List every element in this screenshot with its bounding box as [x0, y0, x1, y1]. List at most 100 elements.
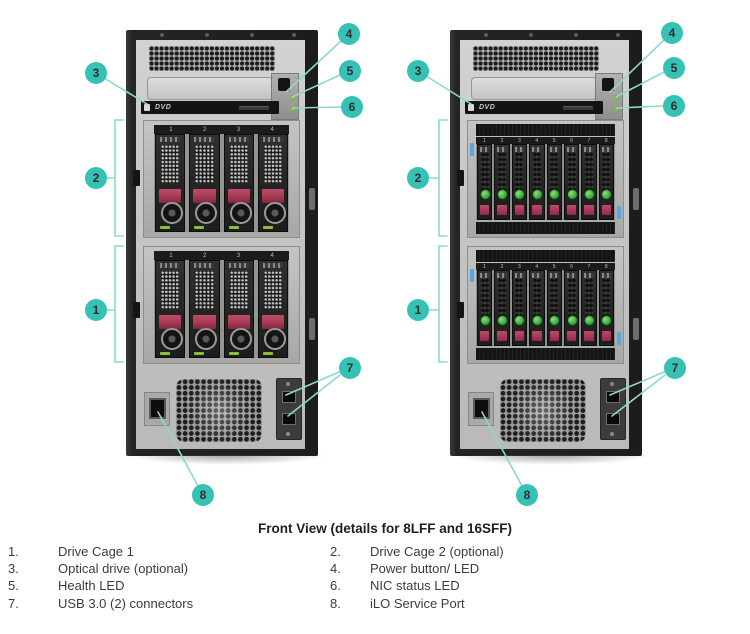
callout-8-right: 8: [516, 484, 538, 506]
bay-number: 5: [552, 137, 556, 144]
bay-number: 8: [604, 137, 608, 144]
lff-drive: [155, 260, 186, 358]
cage-vent-strip: [476, 250, 615, 262]
sff-drive: [494, 144, 510, 220]
callout-1-left: 1: [85, 299, 107, 321]
callout-8-left: 8: [192, 484, 214, 506]
usb-port-2: [282, 413, 296, 425]
callout-3-right: 3: [407, 60, 429, 82]
lower-bezel: [460, 370, 629, 449]
fan-grille: [176, 379, 262, 442]
callout-2-left: 2: [85, 167, 107, 189]
callout-6-left: 6: [341, 96, 363, 118]
screw-icon: [286, 382, 290, 386]
legend-item-3-label: Optical drive (optional): [58, 561, 189, 577]
lff-drive: [257, 260, 288, 358]
optical-drive-eject-slot: [239, 105, 269, 110]
callout-7-right: 7: [664, 357, 686, 379]
sff-drive: [477, 144, 493, 220]
cage-vent-strip: [476, 348, 615, 360]
lff-drive: [223, 260, 254, 358]
optical-drive-marking: DVD: [479, 104, 496, 111]
legend-item-6-label: NIC status LED: [370, 578, 460, 594]
bay-number: 2: [202, 252, 207, 259]
cage-vent-strip: [476, 124, 615, 136]
cage-vent-strip: [476, 222, 615, 234]
fan-grille: [500, 379, 586, 442]
legend-item-8-number: 8.: [330, 595, 341, 611]
ilo-service-port: [149, 398, 166, 419]
callout-5-left: 5: [339, 60, 361, 82]
screw-icon: [610, 382, 614, 386]
sff-drive: [529, 144, 545, 220]
lff-drive: [189, 260, 220, 358]
lff-drive: [257, 134, 288, 232]
sff-drive: [494, 270, 510, 346]
sff-drive: [546, 144, 562, 220]
legend-item-8-label: iLO Service Port: [370, 595, 465, 611]
bay-number: 3: [518, 263, 521, 270]
bezel-latch-icon: [457, 170, 464, 186]
callout-7-left: 7: [339, 357, 361, 379]
side-handle-slot: [633, 318, 639, 340]
sff-drive: [546, 270, 562, 346]
callout-2-right: 2: [407, 167, 429, 189]
optical-drive: DVD: [465, 101, 603, 114]
lower-bezel: [136, 370, 305, 449]
legend-item-4-number: 4.: [330, 561, 341, 577]
sff-drive: [511, 270, 528, 346]
side-handle-slot: [309, 318, 315, 340]
bay-number: 2: [500, 263, 504, 270]
optical-drive-eject-slot: [563, 105, 593, 110]
tower-shadow: [450, 455, 652, 465]
ilo-service-port-bracket: [468, 392, 494, 426]
optical-drive-marking: DVD: [155, 104, 172, 111]
side-handle-slot: [309, 188, 315, 210]
bay-number: 6: [570, 263, 573, 270]
bezel-latch-icon: [133, 170, 140, 186]
top-vent-grille: [149, 46, 275, 71]
bay-number: 7: [587, 263, 591, 270]
blue-release-clip: [470, 269, 474, 282]
bay-number: 1: [483, 263, 487, 270]
drive-row: [154, 260, 289, 358]
sff-drive: [581, 270, 597, 346]
ilo-service-port: [473, 398, 490, 419]
bay-number: 2: [500, 137, 504, 144]
sff-drive: [598, 144, 614, 220]
bezel-latch-icon: [457, 302, 464, 318]
tower-shadow: [126, 455, 328, 465]
callout-4-left: 4: [338, 23, 360, 45]
blue-release-clip: [470, 143, 474, 156]
bay-number: 2: [202, 126, 207, 133]
bay-number: 3: [236, 126, 241, 133]
drive-row: [154, 134, 289, 232]
bay-number: 1: [169, 252, 173, 259]
sff-drive: [563, 270, 580, 346]
legend-item-2-label: Drive Cage 2 (optional): [370, 544, 504, 559]
usb-port-1: [606, 391, 620, 403]
sff-drive: [563, 144, 580, 220]
side-handle-slot: [633, 188, 639, 210]
optical-drive-label-chip: [468, 104, 474, 111]
legend-item-5-label: Health LED: [58, 578, 125, 594]
legend-item-4-label: Power button/ LED: [370, 561, 480, 577]
fan-grille-highlight: [500, 379, 586, 442]
bay-number: 3: [236, 252, 241, 259]
sff-drive: [581, 144, 597, 220]
bay-number: 4: [535, 137, 539, 144]
legend-item-2-number: 2.: [330, 544, 341, 559]
sff-drive: [529, 270, 545, 346]
bay-number: 6: [570, 137, 573, 144]
usb-port-2: [606, 413, 620, 425]
bay-number: 1: [169, 126, 173, 133]
usb-panel: [600, 378, 626, 440]
legend-item-6-number: 6.: [330, 578, 341, 594]
usb-port-1: [282, 391, 296, 403]
